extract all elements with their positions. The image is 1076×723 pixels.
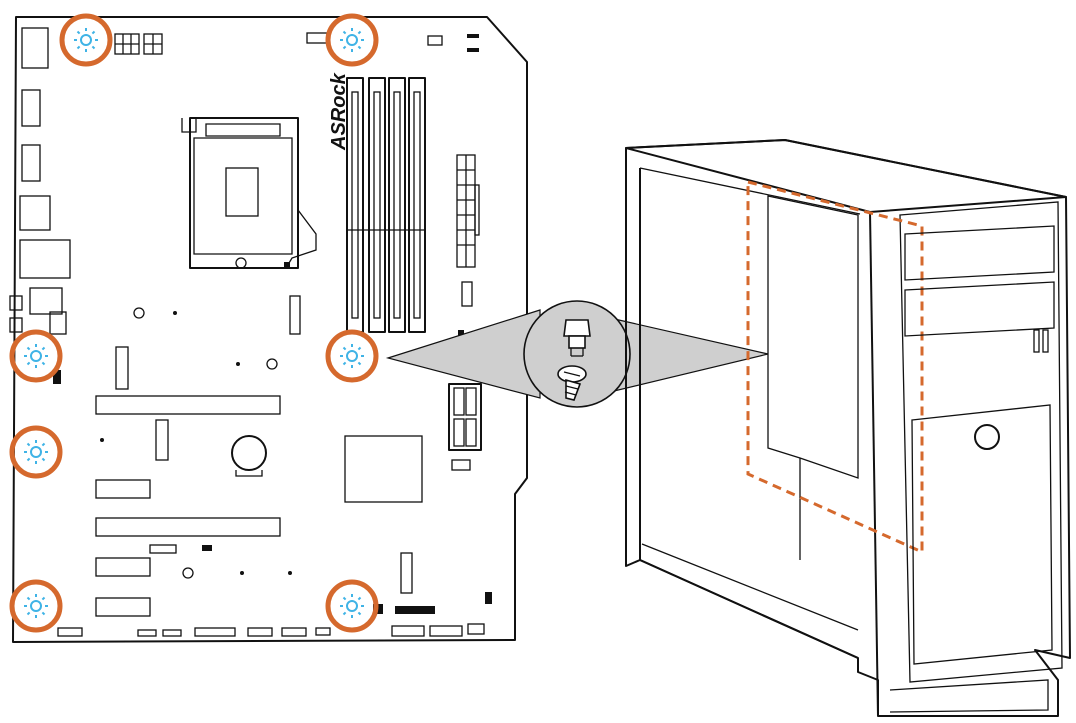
front-usb-port xyxy=(1042,329,1049,353)
standoff-and-screw-icon xyxy=(557,319,591,401)
standoff-screw-hole-icon xyxy=(340,28,364,52)
atx-power-connector xyxy=(456,154,480,268)
pc-case xyxy=(625,139,1071,717)
component xyxy=(395,606,435,614)
mount-point xyxy=(59,13,113,67)
drive-bay xyxy=(904,281,1055,337)
screw-hole xyxy=(236,362,240,366)
mount-point xyxy=(9,579,63,633)
standoff-callout xyxy=(385,300,769,408)
mount-point xyxy=(9,425,63,479)
standoff-screw-hole-icon xyxy=(340,594,364,618)
sata-ports xyxy=(448,383,482,451)
mount-point xyxy=(325,13,379,67)
power-connector-8pin xyxy=(114,33,163,55)
standoff-screw-hole-icon xyxy=(74,28,98,52)
screw-hole xyxy=(133,307,145,319)
screw-hole xyxy=(240,571,244,575)
screw-hole xyxy=(288,571,292,575)
m2-slot xyxy=(289,295,301,335)
brand-logo: ASRock xyxy=(328,72,350,151)
header xyxy=(149,544,177,554)
cpu-socket xyxy=(181,117,317,269)
power-button-icon xyxy=(974,424,1000,450)
fan-header xyxy=(427,35,443,46)
front-usb-port xyxy=(1033,329,1040,353)
pcie-slot-short xyxy=(95,597,151,617)
header xyxy=(451,459,471,471)
m2-slot xyxy=(155,419,169,461)
mount-point xyxy=(9,329,63,383)
pcie-slot-short xyxy=(95,479,151,499)
pcie-slot xyxy=(95,517,281,537)
chipset xyxy=(344,435,423,503)
bottom-headers xyxy=(57,623,485,637)
drive-bay xyxy=(904,225,1055,281)
jumper xyxy=(467,34,479,38)
mount-point xyxy=(325,579,379,633)
jumper xyxy=(467,48,479,52)
standoff-screw-hole-icon xyxy=(24,344,48,368)
front-panel xyxy=(911,404,1053,665)
screw-hole xyxy=(182,567,194,579)
screw-hole xyxy=(266,358,278,370)
pcie-slot-short xyxy=(95,557,151,577)
cmos-battery xyxy=(231,435,267,477)
component xyxy=(202,545,212,551)
standoff-zone-outline xyxy=(746,180,924,555)
standoff-screw-hole-icon xyxy=(24,440,48,464)
mount-point xyxy=(325,329,379,383)
usb-header xyxy=(461,281,473,307)
m2-slot xyxy=(115,346,129,390)
memory-slots xyxy=(346,77,426,333)
standoff-screw-hole-icon xyxy=(24,594,48,618)
m2-slot xyxy=(400,552,413,594)
component xyxy=(485,592,492,604)
screw-hole xyxy=(100,438,104,442)
screw-hole xyxy=(173,311,177,315)
standoff-screw-hole-icon xyxy=(340,344,364,368)
pcie-slot xyxy=(95,395,281,415)
fan-header xyxy=(306,32,328,44)
motherboard: ASRock xyxy=(9,13,528,643)
rear-io-ports xyxy=(9,27,71,384)
